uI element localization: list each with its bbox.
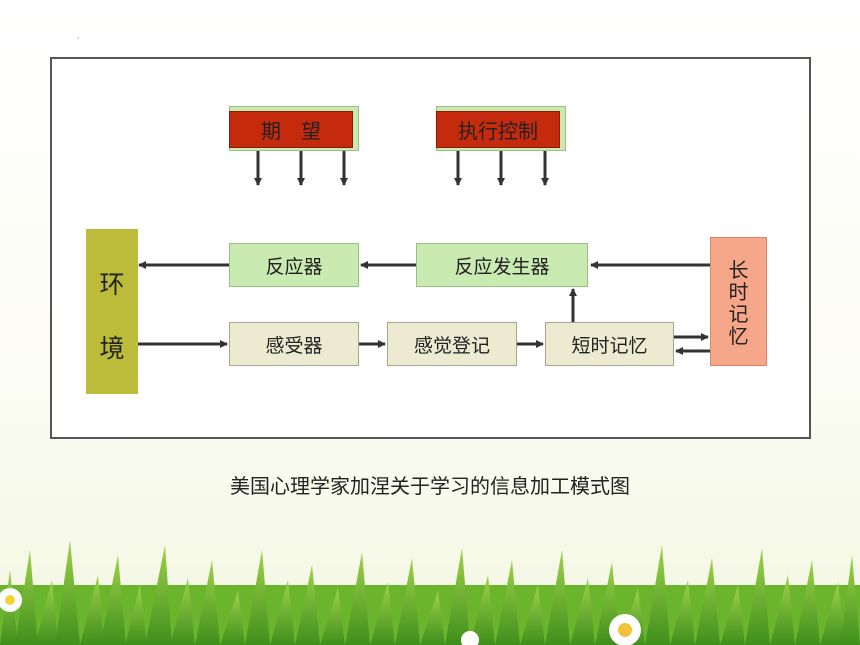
environment-label-top: 环 <box>99 270 125 299</box>
daisy-flower-right <box>609 614 641 645</box>
long-term-memory-char-1: 长 <box>728 258 749 282</box>
executive-control-label: 执行控制 <box>458 119 538 143</box>
short-term-memory-box: 短时记忆 <box>545 322 674 366</box>
expectation-label: 期 望 <box>261 119 321 143</box>
sensory-register-label: 感觉登记 <box>413 334 490 357</box>
response-generator-box: 反应发生器 <box>416 243 588 287</box>
effector-box: 反应器 <box>229 243 359 287</box>
long-term-memory-box: 长 时 记 忆 <box>710 237 767 366</box>
sensory-register-box: 感觉登记 <box>387 322 517 366</box>
short-term-memory-label: 短时记忆 <box>571 334 648 357</box>
executive-control-box: 执行控制 <box>436 111 560 148</box>
receptor-box: 感受器 <box>229 322 359 366</box>
long-term-memory-char-3: 记 <box>728 302 749 326</box>
decorative-dot: · <box>77 34 80 43</box>
effector-label: 反应器 <box>265 255 323 278</box>
long-term-memory-char-4: 忆 <box>728 324 749 348</box>
environment-box: 环 境 <box>86 229 138 394</box>
long-term-memory-char-2: 时 <box>728 280 749 304</box>
daisy-flower-left <box>0 588 22 612</box>
grass-decoration <box>0 540 860 645</box>
daisy-flower-center <box>461 631 479 645</box>
receptor-label: 感受器 <box>265 334 323 357</box>
response-generator-label: 反应发生器 <box>454 255 550 278</box>
diagram-caption: 美国心理学家加涅关于学习的信息加工模式图 <box>230 474 630 498</box>
expectation-box: 期 望 <box>229 111 353 148</box>
environment-label-bottom: 境 <box>99 334 125 363</box>
